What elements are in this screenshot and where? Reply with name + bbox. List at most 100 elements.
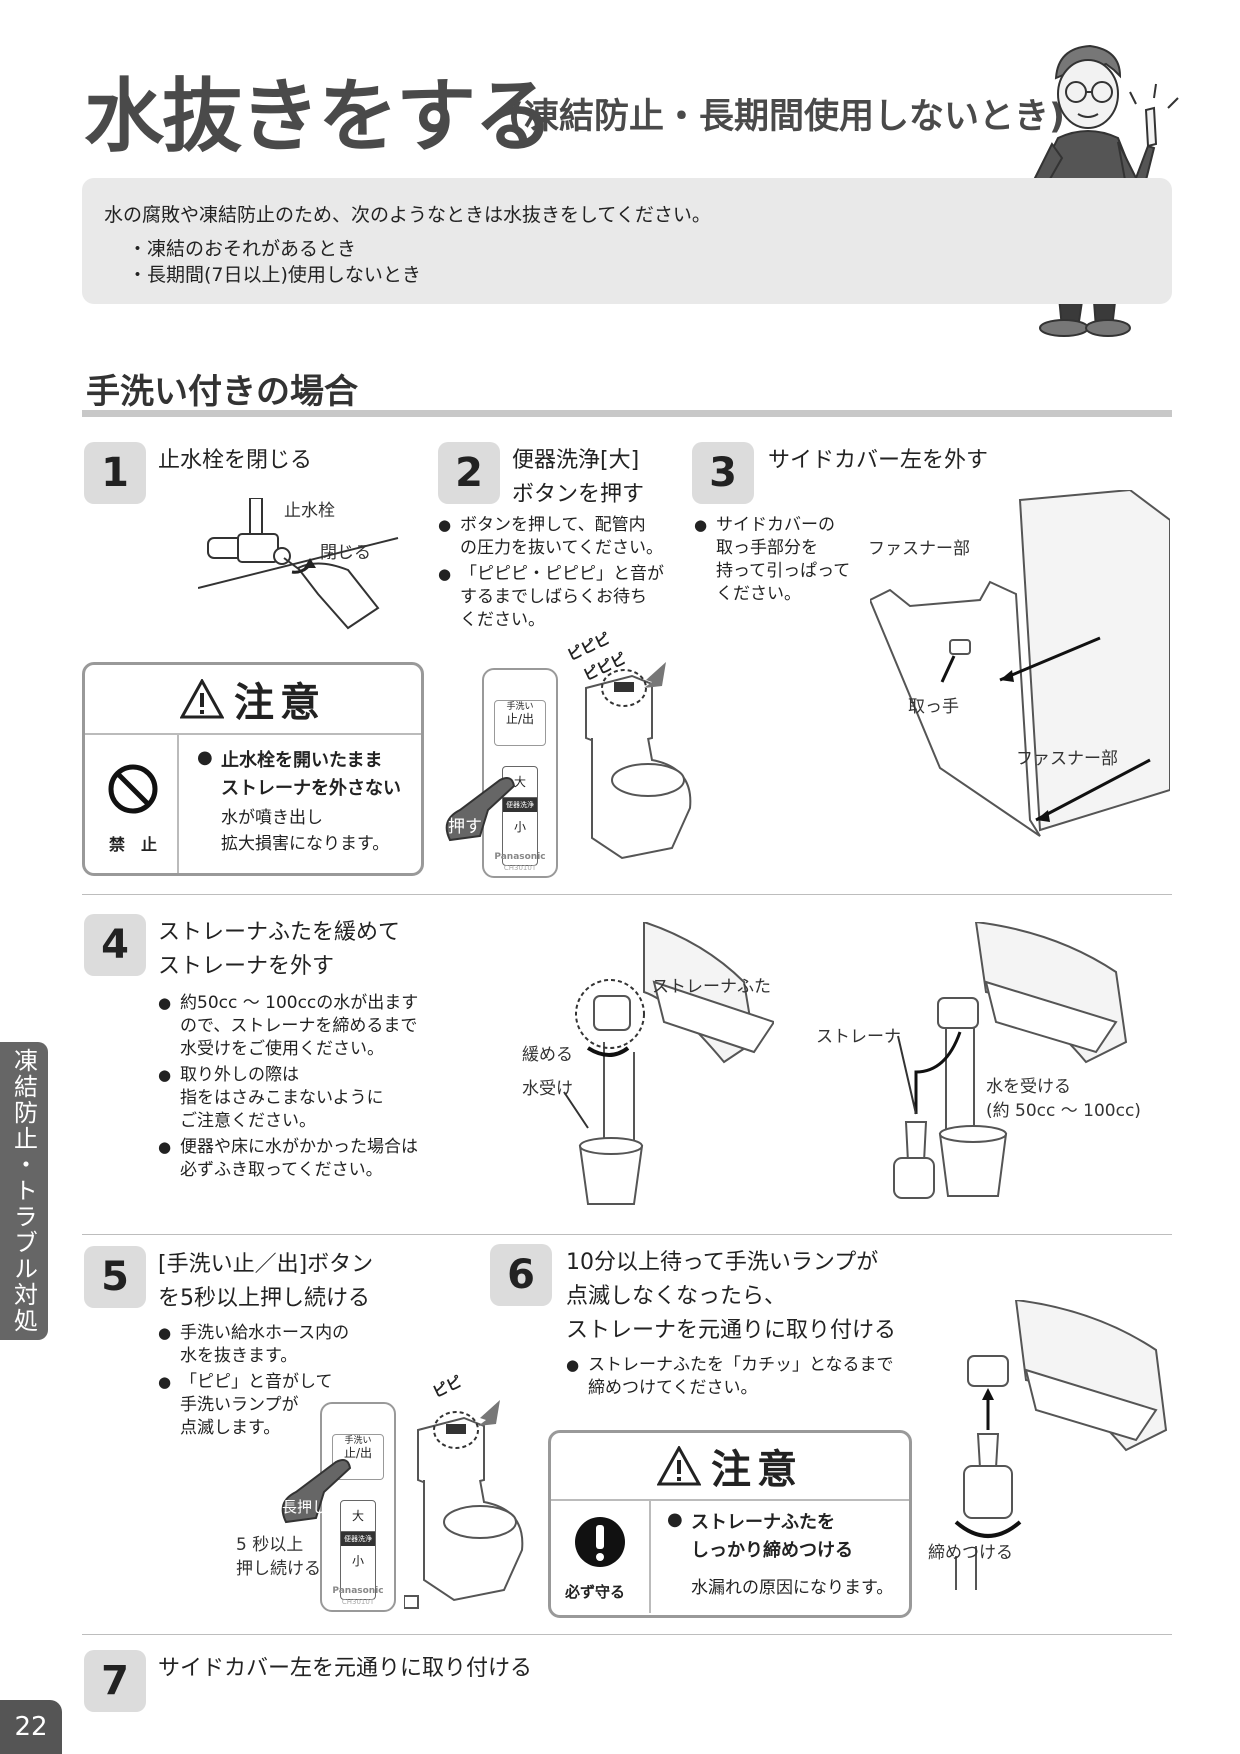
flush-label: 便器洗浄 <box>503 798 537 812</box>
section-rule <box>82 410 1172 417</box>
bucket-label: 水受け <box>522 1079 573 1099</box>
step-title-line: [手洗い止／出]ボタン <box>158 1252 374 1277</box>
valve-illustration <box>198 498 399 630</box>
divider <box>82 894 1172 895</box>
caution-note: 水が噴き出し <box>221 808 323 828</box>
bullet-text: サイドカバーの <box>716 515 835 535</box>
bullet-text: 点滅します。 <box>180 1418 281 1438</box>
bullet-text: するまでしばらくお待ち <box>460 587 647 607</box>
small-flush-button[interactable]: 小 <box>513 820 526 834</box>
big-flush-button[interactable]: 大 <box>341 1501 375 1532</box>
caution-box-mandatory: 注意 必ず守る ● ストレーナふたを しっかり締めつける 水漏れの原因になります… <box>548 1430 912 1618</box>
long-press-hand-icon <box>281 1459 352 1524</box>
intro-item: ・長期間(7日以上)使用しないとき <box>128 264 421 286</box>
brand-label: Panasonic <box>332 1586 384 1596</box>
step-number: 1 <box>84 442 146 504</box>
bullet-text: 締めつけてください。 <box>588 1378 758 1398</box>
strainer-install-illustration <box>954 1300 1168 1590</box>
step-title: ストレーナふたを緩めて ストレーナを外す <box>158 916 400 984</box>
small-flush-button[interactable]: 小 <box>351 1554 364 1568</box>
fastener-label: ファスナー部 <box>1016 749 1118 769</box>
flush-label: 便器洗浄 <box>341 1532 375 1546</box>
step-title-line: ストレーナふたを緩めて <box>158 920 401 945</box>
warning-triangle-icon <box>657 1446 701 1486</box>
step-title: [手洗い止／出]ボタン を5秒以上押し続ける <box>158 1248 373 1316</box>
step-title-line: 10分以上待って手洗いランプが <box>566 1250 879 1275</box>
step-title: 便器洗浄[大] ボタンを押す <box>512 444 644 512</box>
wash-button[interactable]: 手洗い止/出 <box>494 700 546 746</box>
caution-header: 注意 <box>85 665 421 735</box>
intro-lead: 水の腐敗や凍結防止のため、次のようなときは水抜きをしてください。 <box>104 204 711 226</box>
bullet-text: ので、ストレーナを締めるまで <box>180 1016 418 1036</box>
big-flush-button[interactable]: 大 <box>503 767 537 798</box>
bullet-text: ストレーナふたを「カチッ」となるまで <box>588 1355 894 1375</box>
caution-note: 水漏れの原因になります。 <box>691 1578 894 1598</box>
pressing-hand-icon <box>445 777 516 842</box>
bullet-text: 便器や床に水がかかった場合は <box>180 1137 418 1157</box>
mandatory-icon <box>575 1517 625 1567</box>
page-number: 22 <box>0 1700 62 1754</box>
bullet-text: 持って引っぱって <box>716 561 851 581</box>
step-title: サイドカバー左を外す <box>768 448 989 473</box>
caution-box-prohibit: 注意 禁 止 止水栓を開いたまま ストレーナを外さない ● 水が噴き出し 拡大損… <box>82 662 424 876</box>
hold-label: 5 秒以上 <box>236 1535 304 1555</box>
divider <box>82 1234 1172 1235</box>
caution-bold-text: しっかり締めつける <box>691 1540 853 1561</box>
step-number: 6 <box>490 1244 552 1306</box>
intro-item: ・凍結のおそれがあるとき <box>128 238 357 260</box>
bullet-text: 指をはさみこまないように <box>180 1088 384 1108</box>
water-amount-label: (約 50cc ～ 100cc) <box>986 1101 1141 1121</box>
section-title: 手洗い付きの場合 <box>86 372 358 412</box>
step-title: サイドカバー左を元通りに取り付ける <box>158 1656 533 1681</box>
beep-label: ピピ <box>429 1372 465 1402</box>
step-bullets: 約50cc ～ 100ccの水が出ますので、ストレーナを締めるまで水受けをご使用… <box>158 992 418 1185</box>
bullet-text: 水を抜きます。 <box>180 1346 298 1366</box>
flush-buttons: 大 便器洗浄 小 <box>502 766 538 866</box>
chapter-side-tab[interactable]: 凍結防止・トラブル対処 <box>0 1042 48 1340</box>
bullet-text: 取っ手部分を <box>716 538 818 558</box>
loosen-label: 緩める <box>522 1045 573 1065</box>
bullet-text: 「ピピピ・ピピピ」と音が <box>460 564 664 584</box>
bullet-text: 手洗いランプが <box>180 1395 299 1415</box>
flush-buttons: 大 便器洗浄 小 <box>340 1500 376 1600</box>
bullet-text: の圧力を抜いてください。 <box>460 538 663 558</box>
toilet-illustration <box>585 662 692 860</box>
bullet-text: 必ずふき取ってください。 <box>180 1160 383 1180</box>
bullet-text: ください。 <box>460 610 545 630</box>
step-title: 10分以上待って手洗いランプが 点滅しなくなったら、 ストレーナを元通りに取り付… <box>566 1246 896 1348</box>
page-title: 水抜きをする <box>84 70 554 163</box>
step-number: 3 <box>692 442 754 504</box>
caution-bold-text: 止水栓を開いたまま <box>221 750 383 771</box>
step-number: 5 <box>84 1246 146 1308</box>
step-title-line: 点滅しなくなったら、 <box>566 1284 787 1309</box>
bullet-text: 取り外しの際は <box>180 1065 299 1085</box>
intro-box: 水の腐敗や凍結防止のため、次のようなときは水抜きをしてください。 ・凍結のおそれ… <box>82 178 1172 304</box>
model-label: CH3010T <box>341 1598 375 1606</box>
long-press-label: 長押し <box>282 1498 328 1516</box>
step-title-line: ボタンを押す <box>512 482 645 507</box>
bullet-text: ボタンを押して、配管内 <box>460 515 646 535</box>
page-subtitle: (凍結防止・長期間使用しないとき) <box>508 97 1065 137</box>
warning-triangle-icon <box>180 679 224 719</box>
strainer-cap-label: ストレーナふた <box>652 977 771 997</box>
bullet-text: 約50cc ～ 100ccの水が出ます <box>180 993 419 1013</box>
step-title-line: 便器洗浄[大] <box>512 448 640 473</box>
toilet-illustration <box>404 1400 524 1609</box>
handle-label: 取っ手 <box>908 697 959 717</box>
bullet-text: 「ピピ」と音がして <box>180 1372 333 1392</box>
step-title-line: を5秒以上押し続ける <box>158 1286 370 1311</box>
valve-label: 止水栓 <box>284 501 335 521</box>
side-cover-illustration <box>870 490 1170 837</box>
mandatory-label: 必ず守る <box>565 1583 626 1601</box>
strainer-removed-illustration <box>893 922 1128 1199</box>
prohibit-label: 禁 止 <box>109 835 158 854</box>
bullet-text: ご注意ください。 <box>180 1111 316 1131</box>
caution-note: 拡大損害になります。 <box>221 834 390 854</box>
caution-bold-text: ストレーナを外さない <box>221 778 401 799</box>
wash-button[interactable]: 手洗い止/出 <box>332 1434 384 1480</box>
fastener-label: ファスナー部 <box>868 539 970 559</box>
caution-heading: 注意 <box>711 1447 803 1493</box>
